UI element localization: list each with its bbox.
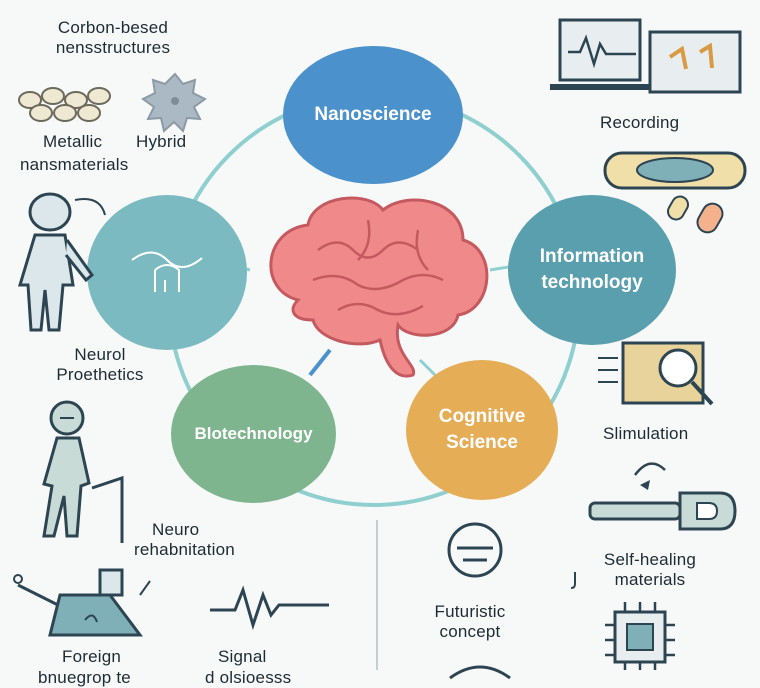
label-metallic: Metallic (43, 132, 103, 151)
node-cognitive-science: Cognitive Science (406, 360, 558, 500)
label-foreign: Foreign (62, 647, 122, 666)
walking-figure-icon (42, 400, 124, 543)
capsule-pill-icon (603, 151, 747, 234)
node-information-technology: Information technology (508, 195, 676, 345)
cog-line-1: Cognitive (438, 406, 526, 427)
label-simulation: Slimulation (603, 424, 689, 443)
laptop-recording-icon (550, 18, 742, 94)
signal-wave-icon (210, 585, 329, 631)
node-nanoscience: Nanoscience (283, 46, 463, 184)
node-cognitive-science-label: Cognitive Science (439, 404, 526, 456)
chip-icon (605, 602, 675, 670)
label-hybrid: Hybrid (136, 132, 187, 151)
foreign-device-icon (13, 568, 151, 637)
nerve-line-icon (131, 251, 203, 292)
node-nanoscience-label: Nanoscience (314, 104, 432, 125)
node-information-technology-label: Information technology (540, 244, 645, 296)
futuristic-face-icon (447, 522, 503, 578)
label-nansmaterials: nansmaterials (20, 155, 129, 174)
label-recording: Recording (600, 113, 680, 132)
partial-circle-icon (449, 665, 511, 680)
it-line-2: technology (541, 272, 643, 293)
label-signal-cut: d olsioesss (205, 668, 292, 687)
hybrid-particle-icon (141, 72, 207, 133)
simulation-device-icon (598, 341, 714, 406)
self-healing-tool-icon (588, 462, 737, 531)
node-prosthetics (87, 195, 247, 350)
node-biotechnology: Blotechnology (171, 365, 336, 503)
label-signal: Signal (218, 647, 267, 666)
human-figure-icon (17, 192, 106, 332)
label-foreign-cut: bnuegrop te (38, 668, 131, 687)
carbon-nanostructure-icon (18, 87, 111, 122)
small-hook-icon (570, 572, 576, 589)
brain-icon (269, 196, 489, 378)
node-biotechnology-label: Blotechnology (194, 424, 313, 443)
divider (376, 520, 378, 670)
cog-line-2: Science (446, 432, 518, 453)
it-line-1: Information (539, 246, 645, 267)
